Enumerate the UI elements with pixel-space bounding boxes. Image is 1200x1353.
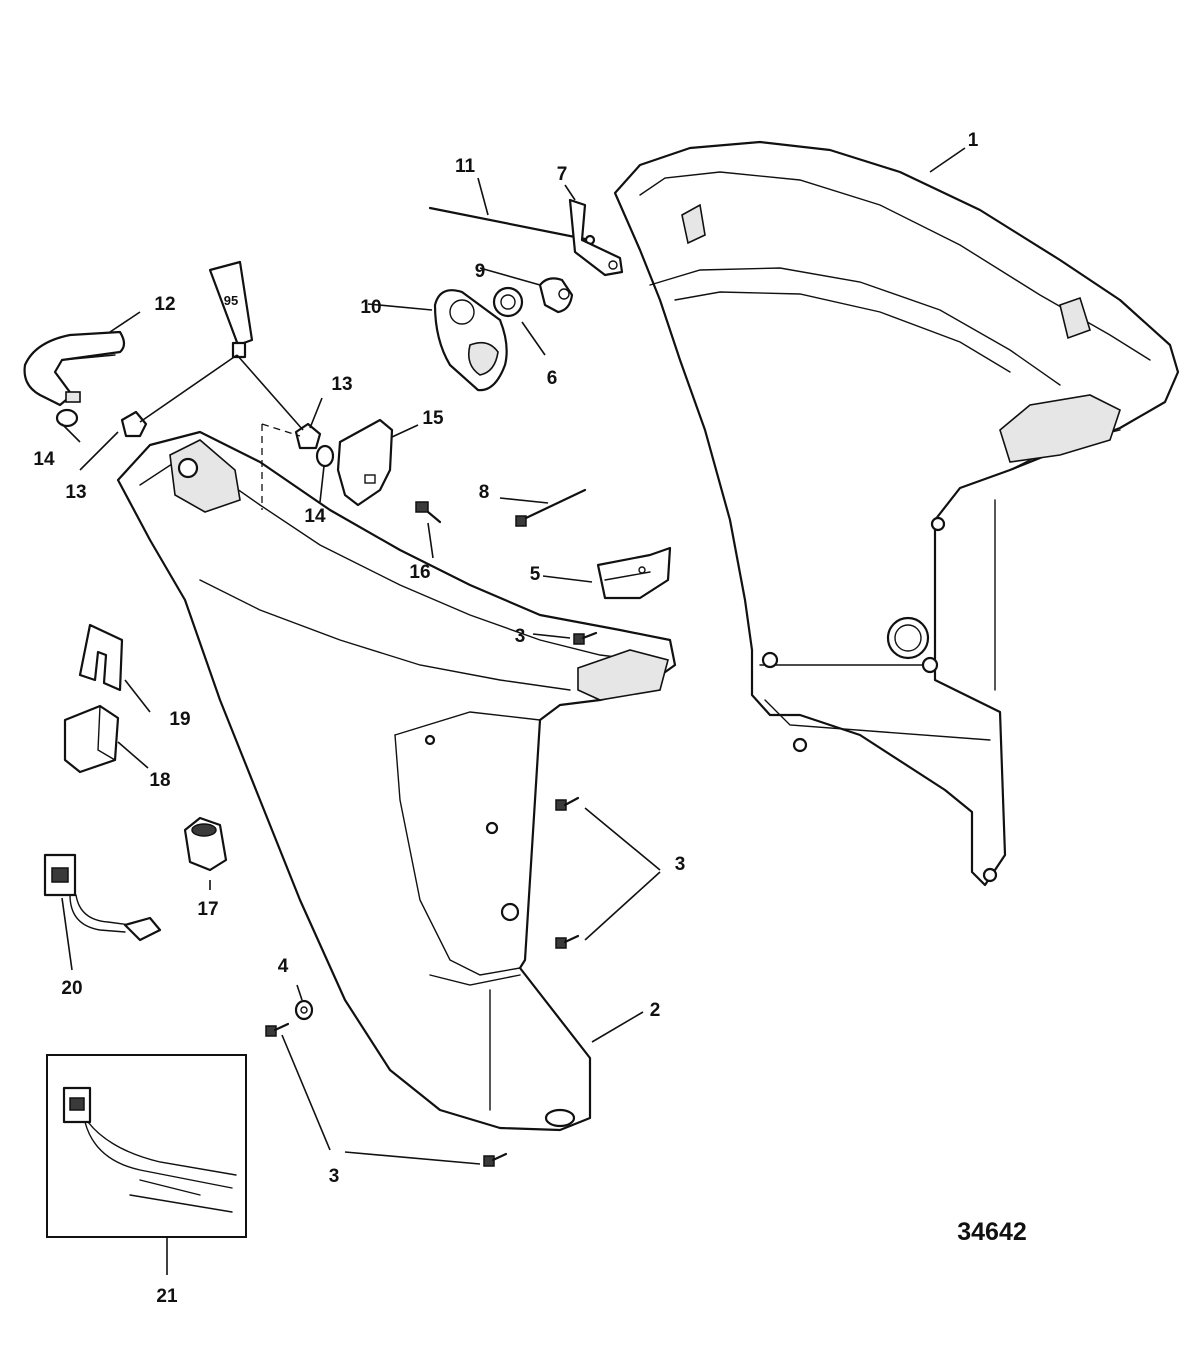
part-20-switch-harness bbox=[43, 853, 162, 942]
part-12-handle bbox=[23, 330, 126, 407]
part-8-bolt bbox=[515, 488, 587, 527]
callout-3-right: 3 bbox=[675, 854, 686, 875]
part-9-bushing bbox=[538, 277, 574, 314]
part-95-sealant-tube: 95 bbox=[208, 260, 254, 359]
part-11-rod bbox=[428, 206, 596, 246]
part-3-screw-upper bbox=[573, 631, 598, 645]
callout-12: 12 bbox=[154, 294, 175, 315]
figure-number: 34642 bbox=[957, 1218, 1027, 1246]
callout-10: 10 bbox=[360, 297, 381, 318]
part-2-front-cowl bbox=[116, 430, 677, 1132]
callout-15: 15 bbox=[422, 408, 444, 429]
part-3-screw-mid-2 bbox=[555, 934, 580, 949]
part-1-rear-cowl bbox=[613, 140, 1180, 887]
callout-7: 7 bbox=[557, 164, 568, 185]
part-18-plug bbox=[63, 704, 120, 774]
callout-8: 8 bbox=[479, 482, 490, 503]
part-10-latch-housing bbox=[433, 289, 508, 392]
tube-label: 95 bbox=[224, 293, 238, 308]
part-3-screw-mid-1 bbox=[555, 796, 580, 811]
part-17-grommet bbox=[183, 816, 228, 872]
callout-9: 9 bbox=[475, 261, 486, 282]
part-6-washer bbox=[492, 286, 524, 318]
part-14-ring-left bbox=[55, 408, 79, 428]
part-21-kit-box bbox=[46, 1054, 247, 1238]
callout-13-right: 13 bbox=[331, 374, 352, 395]
part-13-clip-left bbox=[120, 410, 148, 438]
callout-20: 20 bbox=[61, 978, 82, 999]
callout-14-right: 14 bbox=[304, 506, 326, 527]
callout-19: 19 bbox=[169, 709, 190, 730]
part-4-washer bbox=[294, 999, 314, 1021]
part-16-screw bbox=[415, 501, 442, 524]
callout-4: 4 bbox=[278, 956, 289, 977]
part-7-bracket bbox=[568, 198, 624, 277]
part-15-plate bbox=[336, 418, 394, 507]
callout-14-left: 14 bbox=[33, 449, 55, 470]
part-3-screw-lower-1 bbox=[265, 1022, 290, 1037]
callout-18: 18 bbox=[149, 770, 170, 791]
callout-3-upper: 3 bbox=[515, 626, 526, 647]
callout-17: 17 bbox=[197, 899, 218, 920]
part-19-clip bbox=[78, 623, 124, 692]
callout-labels: 1 2 3 3 3 4 5 6 7 8 9 10 11 12 13 13 14 … bbox=[33, 130, 978, 1307]
part-5-cover bbox=[596, 546, 672, 600]
callout-13-left: 13 bbox=[65, 482, 86, 503]
part-3-screw-lower-2 bbox=[483, 1152, 508, 1167]
callout-11: 11 bbox=[455, 156, 476, 177]
callout-21: 21 bbox=[156, 1286, 178, 1307]
callout-1: 1 bbox=[968, 130, 979, 151]
callout-16: 16 bbox=[409, 562, 430, 583]
part-14-ring-right bbox=[315, 444, 335, 468]
callout-3-lower: 3 bbox=[329, 1166, 340, 1187]
leader-lines bbox=[61, 147, 966, 1275]
callout-5: 5 bbox=[530, 564, 541, 585]
callout-2: 2 bbox=[650, 1000, 661, 1021]
callout-6: 6 bbox=[547, 368, 558, 389]
